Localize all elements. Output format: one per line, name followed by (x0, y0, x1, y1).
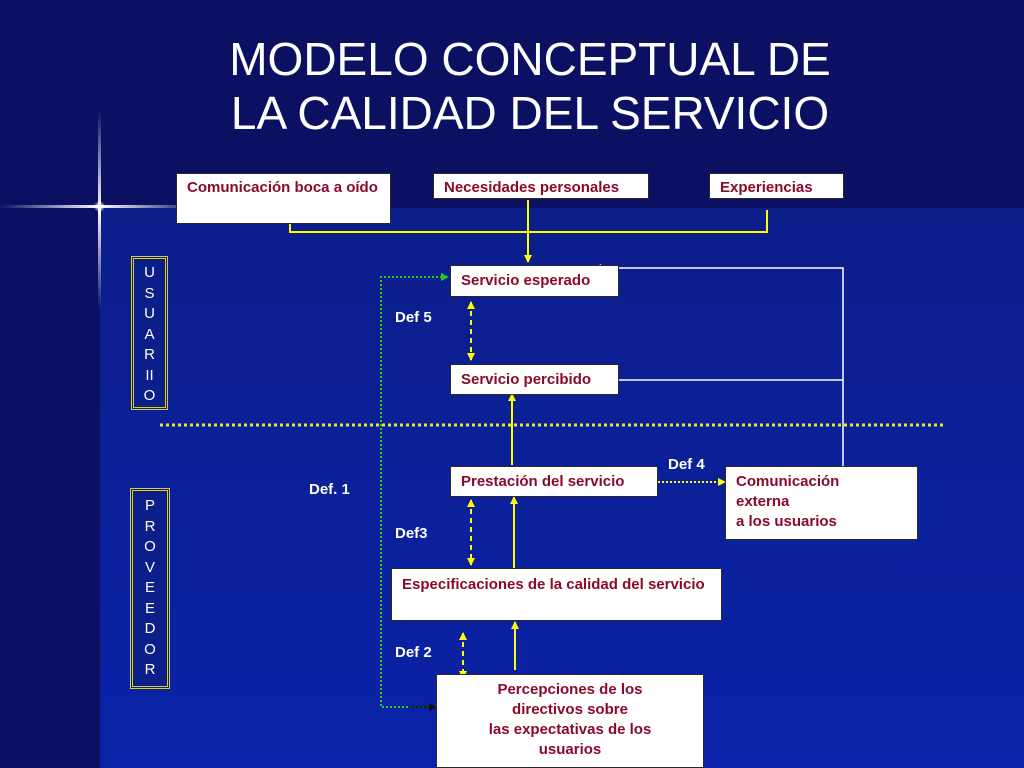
percepciones-line-1: Percepciones de los (497, 681, 643, 698)
proveedor-letter: R (144, 661, 156, 678)
proveedor-letter: P (144, 497, 155, 514)
usuario-letter: R (144, 346, 155, 363)
side-label-proveedor: P R O V E E D O R (130, 488, 170, 689)
externa-to-esperado-line (593, 264, 844, 466)
gap-label-def3: Def3 (395, 525, 428, 542)
light-flare-center (94, 201, 105, 212)
comunicacion-externa-line-1: Comunicación (736, 473, 840, 490)
box-experiencias: Experiencias (709, 173, 844, 199)
box-servicio-percibido: Servicio percibido (450, 364, 619, 395)
gap-label-def2: Def 2 (395, 644, 432, 661)
box-prestacion-del-servicio: Prestación del servicio (450, 466, 658, 497)
box-servicio-esperado: Servicio esperado (450, 265, 619, 297)
box-comunicacion-boca-a-oido: Comunicación boca a oído (176, 173, 391, 224)
proveedor-letter: E (144, 579, 155, 596)
proveedor-letter: R (144, 517, 156, 535)
gap-label-def4: Def 4 (668, 456, 705, 473)
slide-title-line-1: MODELO CONCEPTUAL DE (229, 33, 831, 85)
background-left (0, 0, 100, 768)
side-label-usuario: U S U A R II O (131, 256, 168, 410)
gap-label-def5: Def 5 (395, 309, 432, 326)
slide-title: MODELO CONCEPTUAL DE LA CALIDAD DEL SERV… (150, 32, 910, 140)
percepciones-line-2: directivos sobre (512, 701, 628, 718)
usuario-letter: U (144, 305, 155, 322)
slide-title-line-2: LA CALIDAD DEL SERVICIO (230, 87, 830, 139)
proveedor-letter: V (144, 558, 155, 576)
box-percepciones-directivos: Percepciones de los directivos sobre las… (436, 674, 704, 768)
usuario-letter: S (144, 284, 155, 302)
box-necesidades-personales: Necesidades personales (433, 173, 649, 199)
box-comunicacion-externa: Comunicación externa a los usuarios (725, 466, 918, 540)
usuario-letter: II (145, 366, 154, 384)
proveedor-letter: E (144, 599, 155, 617)
def1-loop (380, 273, 449, 708)
usuario-letter: A (144, 325, 155, 343)
comunicacion-externa-line-2: externa (736, 493, 790, 510)
proveedor-letter: O (144, 538, 156, 555)
usuario-letter: O (143, 387, 156, 404)
box-especificaciones: Especificaciones de la calidad del servi… (391, 568, 722, 621)
proveedor-letter: O (144, 640, 156, 658)
gap-label-def1: Def. 1 (309, 481, 350, 498)
percepciones-line-4: usuarios (538, 741, 602, 758)
usuario-letter: U (144, 264, 155, 281)
comunicacion-externa-line-3: a los usuarios (736, 513, 837, 530)
proveedor-letter: D (144, 620, 156, 637)
percepciones-line-3: las expectativas de los (488, 721, 652, 738)
